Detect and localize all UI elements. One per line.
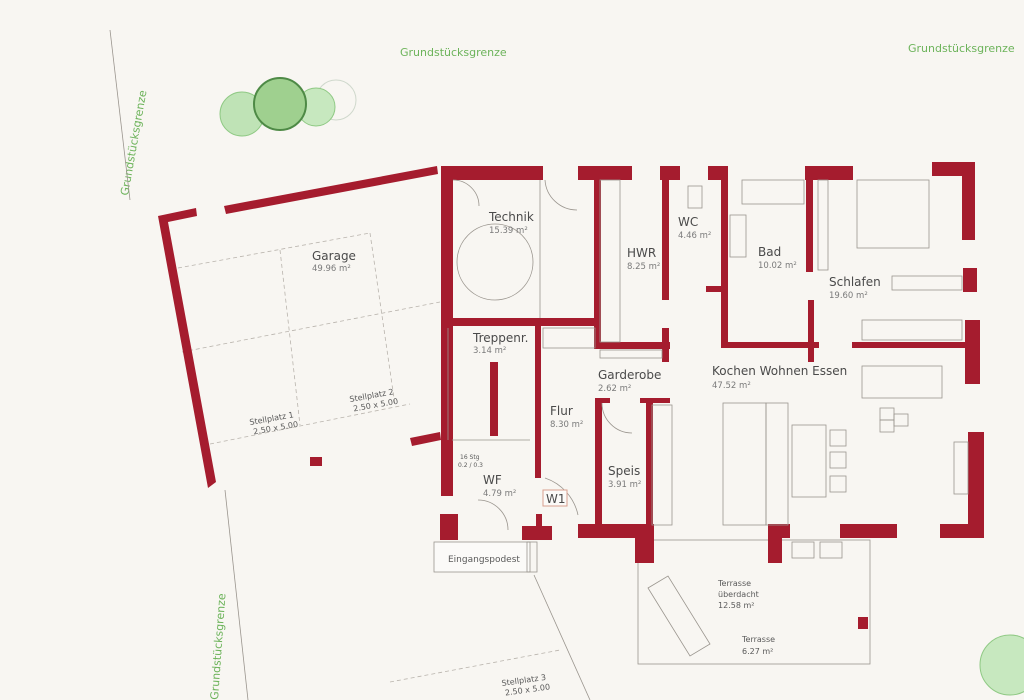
room-name: Kochen Wohnen Essen [712,364,847,378]
room-name: Terrasse [741,635,775,644]
room-name: Schlafen [829,275,881,289]
walls [158,162,984,629]
room-name: HWR [627,246,656,260]
room-wc: WC 4.46 m² [678,215,711,241]
room-area: 6.27 m² [742,647,773,656]
room-name-2: überdacht [718,590,759,599]
boundary-label-top-right: Grundstücksgrenze [908,42,1015,55]
room-schlafen: Schlafen 19.60 m² [829,275,881,301]
room-name: Flur [550,404,573,418]
room-name: Garage [312,249,356,263]
room-speis: Speis 3.91 m² [608,464,641,490]
room-name: Speis [608,464,640,478]
room-name: Bad [758,245,781,259]
room-area: 8.25 m² [627,262,660,272]
room-name: Treppenr. [472,331,529,345]
boundary-label-left: Grundstücksgrenze [118,89,149,197]
room-treppenr: Treppenr. 3.14 m² [472,331,529,356]
parking-3: Stellplatz 3 2.50 x 5.00 [501,673,551,698]
furniture [447,179,969,657]
parking-2: Stellplatz 2 2.50 x 5.00 [349,387,399,413]
room-area: 10.02 m² [758,261,797,271]
room-area: 3.91 m² [608,480,641,490]
room-area: 8.30 m² [550,420,583,430]
room-name: WF [483,473,502,487]
room-area: 12.58 m² [718,601,754,610]
room-kochen-wohnen-essen: Kochen Wohnen Essen 47.52 m² [712,364,847,391]
room-garderobe: Garderobe 2.62 m² [598,368,661,394]
room-terrasse-ueberdacht: Terrasse überdacht 12.58 m² [717,579,759,610]
room-hwr: HWR 8.25 m² [627,246,660,272]
room-area: 47.52 m² [712,381,751,391]
room-area: 15.39 m² [489,226,528,236]
room-area: 49.96 m² [312,264,351,274]
stairs-ratio: 0.2 / 0.3 [458,462,483,469]
room-area: 4.79 m² [483,489,516,499]
room-flur: Flur 8.30 m² [550,404,583,430]
room-garage: Garage 49.96 m² [312,249,356,274]
window-tag-box [542,489,568,507]
room-area: 4.46 m² [678,231,711,241]
room-technik: Technik 15.39 m² [488,210,534,236]
room-area: 3.14 m² [473,346,506,356]
room-area: 19.60 m² [829,291,868,301]
room-area: 2.62 m² [598,384,631,394]
room-name: Technik [488,210,534,224]
room-bad: Bad 10.02 m² [758,245,797,271]
room-name: Terrasse [717,579,751,588]
stairs-steps: 16 Stg [460,454,480,461]
garage-parking-grid [177,232,441,445]
site-lines [109,29,871,700]
room-name: WC [678,215,698,229]
entrance-label: Eingangspodest [448,555,520,565]
boundary-label-bottom-left: Grundstücksgrenze [208,593,228,700]
room-name: Garderobe [598,368,661,382]
room-terrasse: Terrasse 6.27 m² [741,635,775,656]
boundary-label-top: Grundstücksgrenze [400,46,507,59]
window-tag: W1 [546,492,566,506]
trees-icon [219,77,1024,696]
room-wf: WF 4.79 m² [483,473,516,499]
parking-1: Stellplatz 1 2.50 x 5.00 [249,410,299,436]
